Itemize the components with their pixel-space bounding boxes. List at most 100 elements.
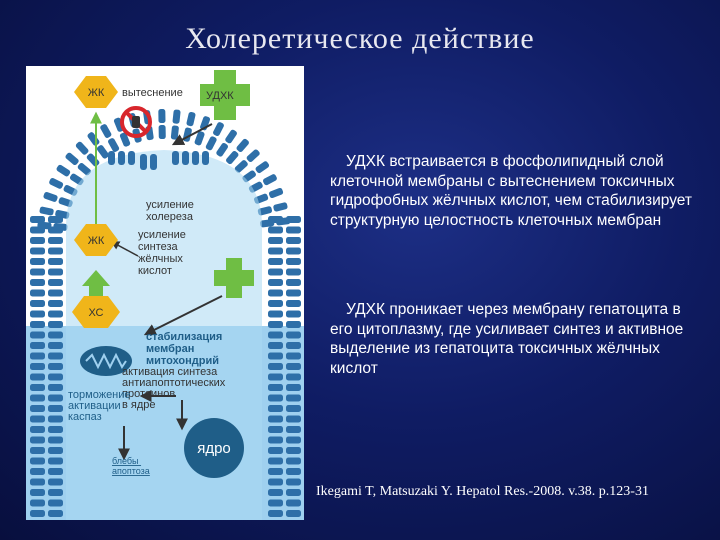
lipid-molecule <box>286 279 301 286</box>
citation: Ikegami T, Matsuzaki Y. Hepatol Res.-200… <box>316 484 649 499</box>
arrow-stabilization <box>143 295 223 336</box>
lipid-molecule <box>216 142 229 157</box>
lipid-molecule <box>158 124 166 140</box>
lipid-molecule <box>158 109 166 124</box>
lipid-molecule <box>30 237 45 244</box>
bile-acid-badge-top: ЖК <box>74 76 118 108</box>
paragraph-2-text: УДХК проникает через мембрану гепатоцита… <box>330 301 684 377</box>
lipid-molecule <box>48 384 63 391</box>
lipid-molecule <box>48 436 63 444</box>
lipid-molecule <box>48 331 63 339</box>
lipid-molecule <box>30 384 45 391</box>
lipid-molecule <box>30 468 45 475</box>
mitochondria-icon <box>80 346 132 376</box>
lipid-molecule <box>48 310 63 318</box>
lipid-molecule <box>286 300 301 307</box>
choleresis-label: усиление холереза <box>146 199 197 223</box>
lipid-molecule <box>48 258 63 265</box>
lipid-molecule <box>30 300 45 307</box>
phospholipid-group <box>108 151 209 170</box>
lipid-molecule <box>30 268 45 276</box>
mechanism-diagram: ЖК вытеснение УДХК усиление холереза ЖК … <box>26 66 304 521</box>
lipid-molecule <box>48 321 63 328</box>
lipid-molecule <box>286 342 301 349</box>
cell-membrane <box>30 109 301 517</box>
lipid-molecule <box>30 321 45 328</box>
lipid-molecule <box>268 363 283 370</box>
lipid-molecule <box>30 394 45 402</box>
lipid-molecule <box>48 216 63 223</box>
lipid-molecule <box>48 363 63 370</box>
lipid-molecule <box>53 223 68 231</box>
arrow-synthesis <box>110 241 139 257</box>
lipid-molecule <box>170 125 179 140</box>
lipid-molecule <box>48 447 63 454</box>
paragraph-udca-cytoplasm: УДХК проникает через мембрану гепатоцита… <box>330 300 695 378</box>
lipid-molecule <box>30 447 45 454</box>
lipid-molecule <box>268 310 283 318</box>
lipid-molecule <box>77 162 91 176</box>
synthesis-label: усиление синтеза жёлчных кислот <box>138 229 189 277</box>
lipid-molecule <box>268 289 283 297</box>
lipid-molecule <box>286 394 301 402</box>
lipid-molecule <box>286 499 301 507</box>
displacement-label: вытеснение <box>122 87 183 99</box>
lipid-molecule <box>286 363 301 370</box>
lipid-molecule <box>273 202 288 212</box>
lipid-molecule <box>30 342 45 349</box>
lipid-molecule <box>268 258 283 265</box>
lipid-molecule <box>48 373 63 381</box>
lipid-molecule <box>286 352 301 360</box>
apoptosis-bleb-label: блебы апоптоза <box>112 456 150 476</box>
lipid-molecule <box>48 247 63 255</box>
lipid-molecule <box>268 300 283 307</box>
arrow-udca-membrane <box>171 123 213 146</box>
lipid-molecule <box>286 447 301 454</box>
paragraph-1-text: УДХК встраивается в фосфолипидный слой к… <box>330 153 692 229</box>
lipid-molecule <box>268 447 283 454</box>
lipid-molecule <box>257 206 273 216</box>
lipid-molecule <box>268 457 283 465</box>
lipid-molecule <box>263 174 277 186</box>
lipid-molecule <box>286 468 301 475</box>
lipid-molecule <box>205 136 217 151</box>
lipid-molecule <box>48 489 63 496</box>
svg-text:ХС: ХС <box>89 307 104 319</box>
lipid-molecule <box>100 124 112 138</box>
lipid-molecule <box>268 247 283 255</box>
lipid-molecule <box>268 436 283 444</box>
lipid-molecule <box>30 405 45 412</box>
lipid-molecule <box>30 426 45 433</box>
lipid-molecule <box>286 268 301 276</box>
lipid-molecule <box>48 342 63 349</box>
paragraph-udca-membrane: УДХК встраивается в фосфолипидный слой к… <box>330 152 695 230</box>
lipid-molecule <box>30 331 45 339</box>
svg-text:ЖК: ЖК <box>88 87 105 99</box>
lipid-molecule <box>268 187 284 199</box>
lipid-molecule <box>30 310 45 318</box>
lipid-molecule <box>65 152 79 166</box>
lipid-molecule <box>48 457 63 465</box>
lipid-molecule <box>213 122 224 137</box>
lipid-molecule <box>268 489 283 496</box>
lipid-molecule <box>194 131 205 146</box>
lipid-molecule <box>268 394 283 402</box>
stabilization-label: стабилизация мембран митохондрий <box>146 331 225 367</box>
lipid-molecule <box>30 363 45 370</box>
lipid-molecule <box>255 161 270 174</box>
lipid-molecule <box>286 384 301 391</box>
lipid-molecule <box>286 289 301 297</box>
lipid-molecule <box>286 405 301 412</box>
lipid-molecule <box>48 478 63 486</box>
caspase-label: торможение активации каспаз <box>68 389 134 423</box>
lipid-molecule <box>268 499 283 507</box>
lipid-molecule <box>96 145 109 159</box>
lipid-molecule <box>286 373 301 381</box>
lipid-molecule <box>268 237 283 244</box>
lipid-molecule <box>75 141 89 155</box>
lipid-molecule <box>268 384 283 391</box>
lipid-molecule <box>30 279 45 286</box>
lipid-molecule <box>268 342 283 349</box>
lipid-molecule <box>39 206 54 216</box>
lipid-molecule <box>286 247 301 255</box>
